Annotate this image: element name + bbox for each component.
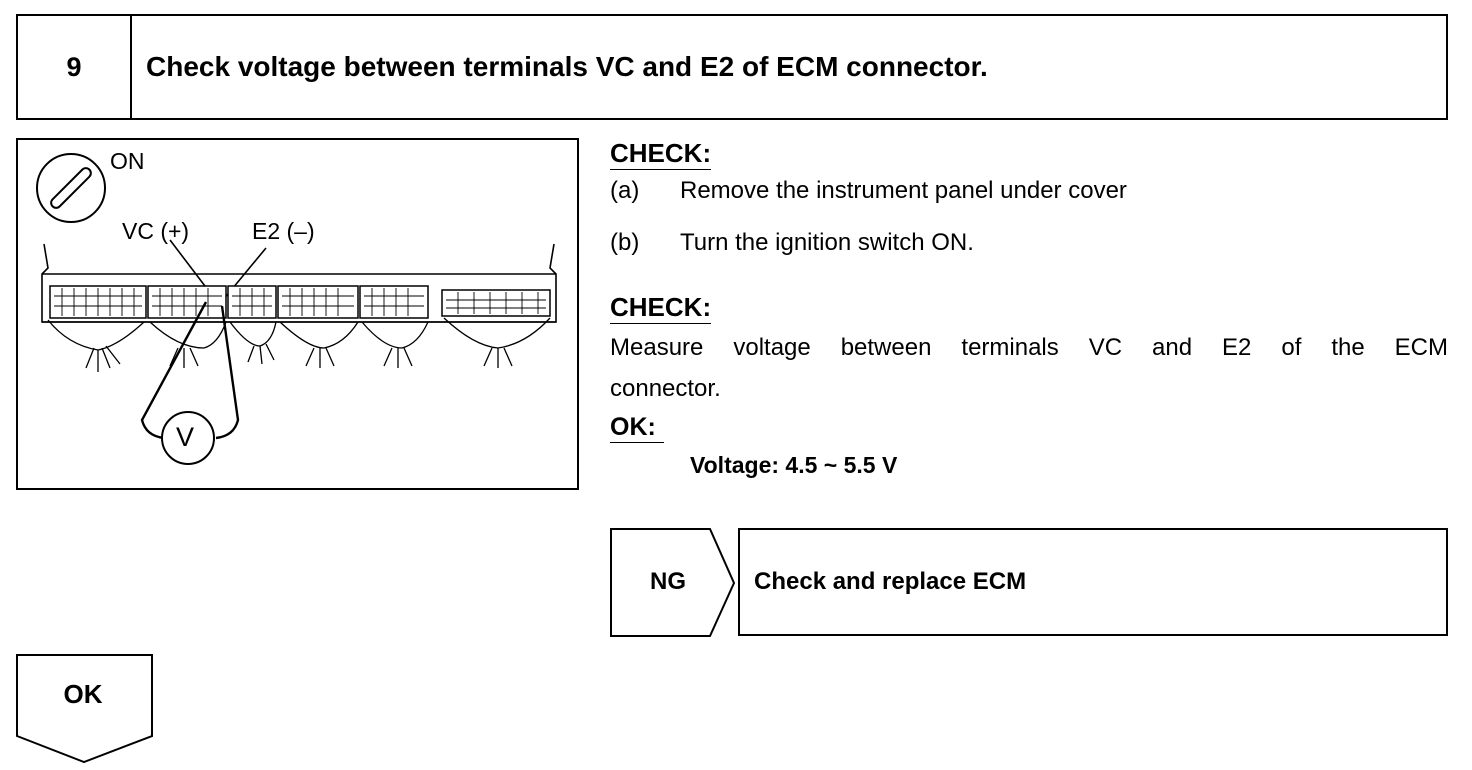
e2-terminal-label: E2 (–) [252,218,315,244]
check-step-b: (b) Turn the ignition switch ON. [610,228,974,258]
switch-on-label: ON [110,148,145,174]
step-text-a: Remove the instrument panel under cover [680,177,1127,204]
ng-result-box: Check and replace ECM [738,528,1448,636]
connector-blocks [49,285,551,319]
ng-arrow-tag [610,528,736,637]
step-header: 9 Check voltage between terminals VC and… [16,14,1448,120]
measure-instruction-line2: connector. [610,375,721,402]
step-letter-a: (a) [610,177,640,204]
voltmeter-icon [161,411,215,465]
ignition-key-icon [36,153,106,223]
check-step-a: (a) Remove the instrument panel under cov… [610,176,1127,206]
step-title: Check voltage between terminals VC and E… [146,51,988,82]
step-number: 9 [18,16,132,118]
check-heading-2: CHECK: [610,292,712,324]
ng-tag-label: NG [650,568,686,595]
ok-arrow-tag [16,654,153,764]
voltage-spec: Voltage: 4.5 ~ 5.5 V [690,452,898,478]
ok-heading-underline: OK: [610,412,664,443]
connector-illustration: ON VC (+) E2 (–) V [16,138,579,490]
voltmeter-label: V [176,422,195,452]
ecm-connector-drawing [36,153,557,465]
ecm-connector [41,243,557,323]
ng-result-text: Check and replace ECM [754,568,1027,595]
wire-harness [47,317,551,372]
measure-instruction-line1: Measure voltage between terminals VC and… [610,334,1448,361]
check-heading-1: CHECK: [610,138,712,170]
step-letter-b: (b) [610,229,640,256]
step-text-b: Turn the ignition switch ON. [680,229,974,256]
vc-terminal-label: VC (+) [122,218,190,244]
probe-leads [140,301,240,440]
ok-tag-label: OK [63,678,103,709]
ok-heading: OK: [610,413,656,441]
